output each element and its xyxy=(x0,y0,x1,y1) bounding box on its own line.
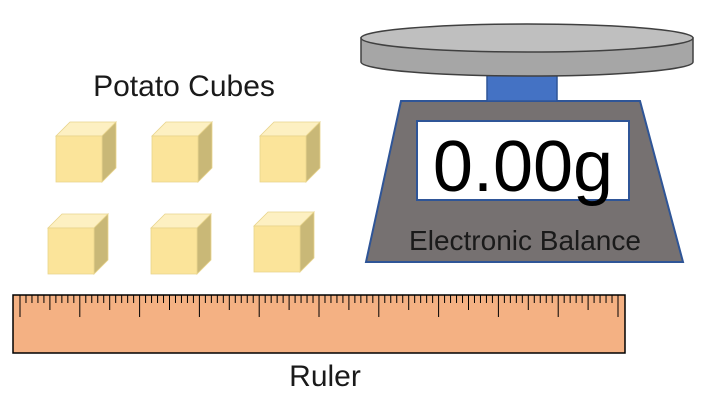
balance-stem xyxy=(486,74,558,102)
potato-cube xyxy=(55,121,117,183)
balance-reading: 0.00g xyxy=(433,127,613,207)
balance-display xyxy=(416,120,630,201)
potato-cube xyxy=(150,213,212,275)
potato-cubes-group xyxy=(47,121,321,275)
potato-cube xyxy=(259,121,321,183)
potato-cube xyxy=(151,121,213,183)
electronic-balance: 0.00g Electronic Balance xyxy=(360,23,694,263)
ruler xyxy=(12,294,626,354)
ruler-label: Ruler xyxy=(289,360,361,393)
balance-plate xyxy=(360,23,694,77)
potato-cube xyxy=(47,213,109,275)
potato-cube xyxy=(253,211,315,273)
potato-cubes-label: Potato Cubes xyxy=(93,70,275,103)
ruler-ticks xyxy=(19,295,619,317)
balance-label: Electronic Balance xyxy=(409,225,641,256)
